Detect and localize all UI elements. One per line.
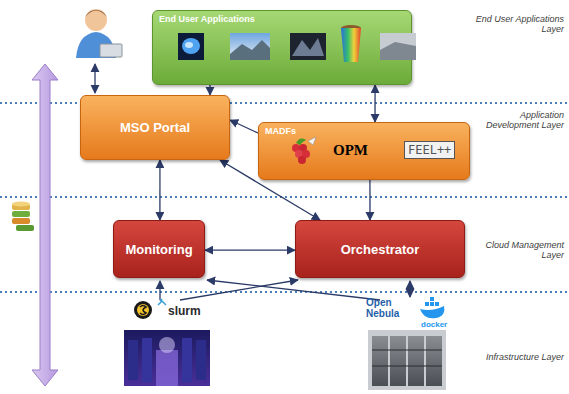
- infra-link: [207, 280, 380, 300]
- application-group: End User Applications: [152, 10, 412, 85]
- connector-arrow: [159, 160, 160, 220]
- infra-link: [180, 280, 298, 300]
- database-icon: [12, 202, 34, 232]
- raspberry-logo: [292, 137, 316, 164]
- logo-text: FEEL++: [404, 141, 455, 159]
- group-heading: MADFs: [265, 126, 296, 136]
- service-box: Monitoring: [113, 220, 205, 278]
- connector-arrow: [205, 250, 295, 251]
- logo-text: docker: [421, 320, 447, 329]
- span-arrow: [32, 64, 58, 386]
- layer-label: Application Development Layer: [474, 110, 564, 130]
- logo-text: Open Nebula: [366, 298, 414, 319]
- connector-arrow: [374, 85, 375, 122]
- logo-text: slurm: [168, 304, 201, 318]
- logo-text: OPM: [333, 142, 368, 159]
- user-icon: [76, 9, 122, 58]
- application-thumbnails: [178, 25, 416, 62]
- layer-label: Infrastructure Layer: [464, 352, 564, 362]
- service-box: Orchestrator: [295, 220, 465, 278]
- server-room-photo: [124, 330, 210, 386]
- infra-link: [159, 281, 160, 300]
- connector-arrow: [209, 85, 210, 95]
- docker-logo: [420, 297, 444, 318]
- supercomputer-photo: [368, 330, 446, 390]
- layer-label: End User Applications Layer: [474, 14, 564, 34]
- infra-link: [409, 281, 410, 297]
- connector-arrow: [230, 120, 258, 133]
- box-label: Monitoring: [125, 242, 192, 257]
- group-heading: End User Applications: [159, 14, 255, 24]
- layer-label: Cloud Management Layer: [474, 240, 564, 260]
- box-label: MSO Portal: [120, 120, 190, 135]
- user-link: [94, 64, 95, 93]
- slurm-logo: [134, 299, 166, 319]
- box-label: Orchestrator: [341, 242, 420, 257]
- connector-arrow: [369, 180, 370, 220]
- portal-box: MSO Portal: [80, 95, 230, 160]
